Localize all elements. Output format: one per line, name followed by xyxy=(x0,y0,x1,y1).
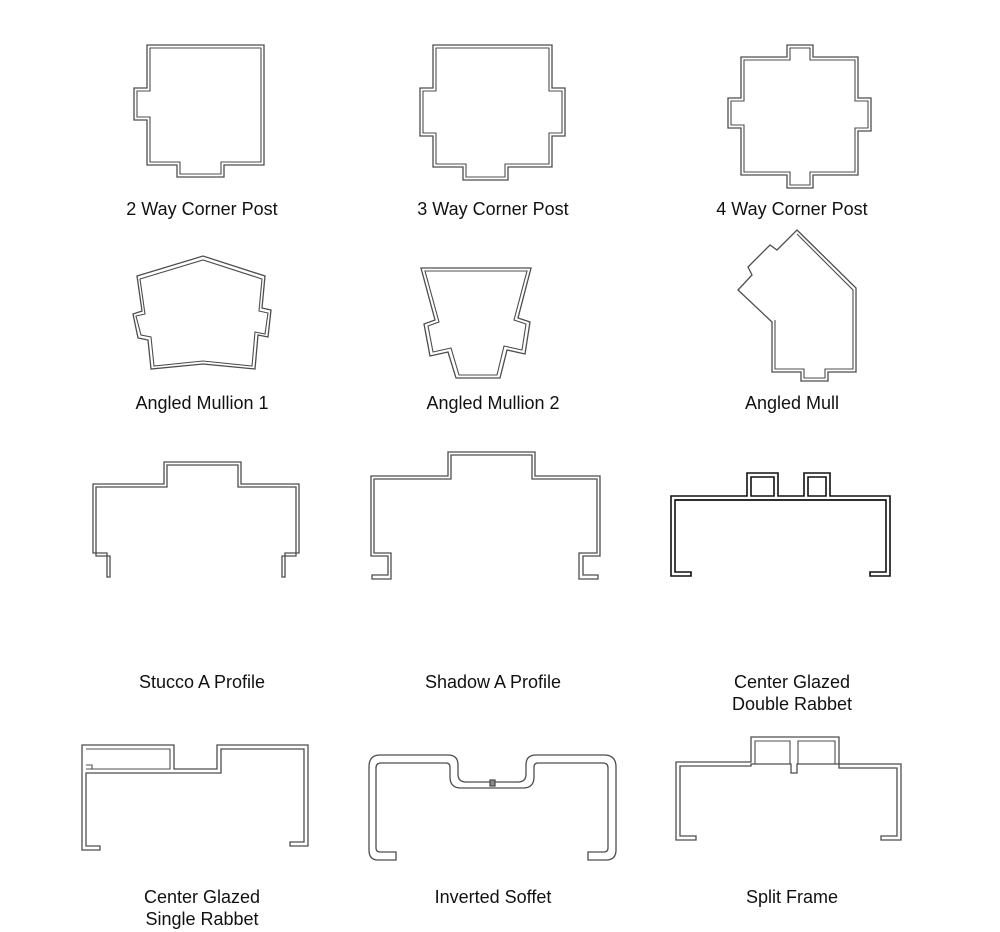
profile-label: Shadow A Profile xyxy=(424,672,562,692)
profile-label: Center Glazed Single Rabbet xyxy=(143,887,261,929)
profile-label: Angled Mullion 2 xyxy=(426,393,560,413)
stucco-a-profile-drawing xyxy=(92,461,300,578)
angled-mullion-1-drawing xyxy=(132,255,272,370)
split-frame-drawing xyxy=(675,736,902,841)
profile-label: Inverted Soffet xyxy=(434,887,552,907)
shadow-a-profile-drawing xyxy=(370,451,601,580)
center-glazed-double-rabbet-drawing xyxy=(670,472,891,577)
profile-label: 3 Way Corner Post xyxy=(417,199,569,219)
three-way-corner-post-drawing xyxy=(419,44,566,181)
profile-label: Split Frame xyxy=(745,887,839,907)
profile-label: 2 Way Corner Post xyxy=(126,199,278,219)
profile-label: 4 Way Corner Post xyxy=(716,199,868,219)
angled-mull-drawing xyxy=(737,229,857,382)
two-way-corner-post-drawing xyxy=(133,44,265,178)
center-glazed-single-rabbet-drawing xyxy=(81,744,309,851)
profile-label: Angled Mullion 1 xyxy=(135,393,269,413)
profile-label: Center Glazed Double Rabbet xyxy=(731,672,853,714)
inverted-soffet-drawing xyxy=(368,754,617,861)
four-way-corner-post-drawing xyxy=(727,44,872,189)
profile-label: Angled Mull xyxy=(744,393,840,413)
angled-mullion-2-drawing xyxy=(420,267,532,379)
profile-label: Stucco A Profile xyxy=(138,672,266,692)
